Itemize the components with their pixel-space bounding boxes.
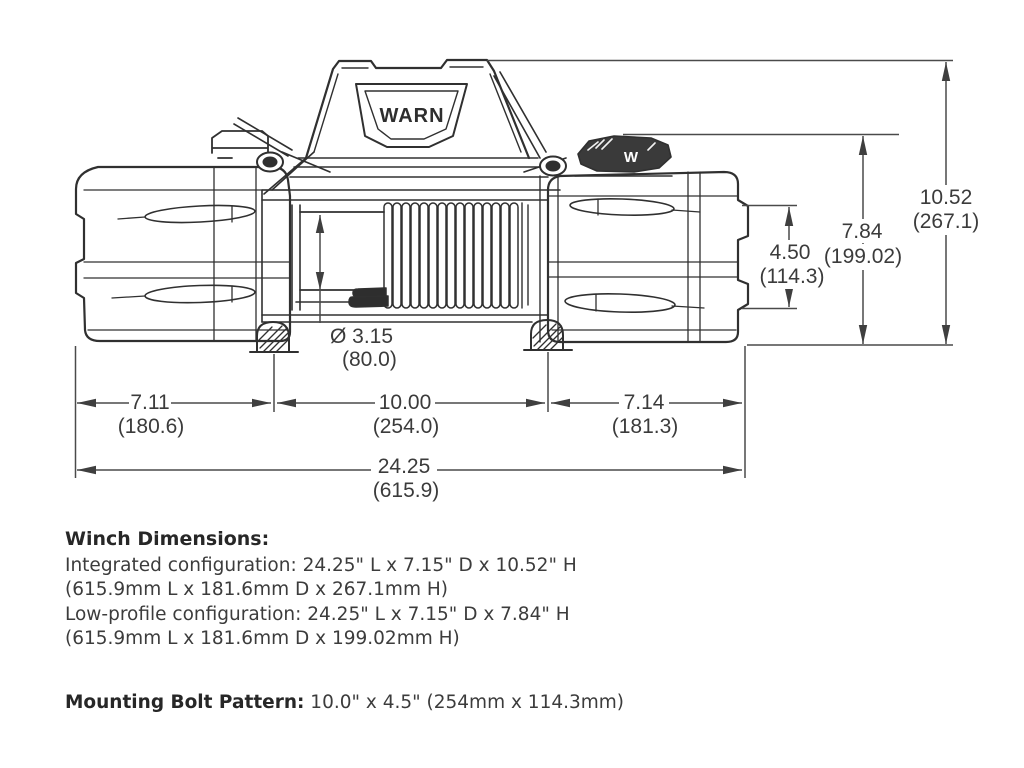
dim-drum-diameter-in: Ø 3.15 [330,325,393,348]
dim-total-length-mm: (615.9) [373,479,440,502]
right-housing-lower-slot [564,293,705,313]
dim-bolt-height-mm: (114.3) [760,265,825,288]
pack-warn-w-logo: W [624,149,639,166]
mounting-bolt-pattern-label: Mounting Bolt Pattern: [65,692,305,713]
dim-bolt-height-in: 4.50 [770,241,811,264]
drum [291,175,541,343]
control-box: WARN [233,58,567,195]
winch-dimensions-spec-block: Winch Dimensions: Integrated configurati… [65,527,577,652]
mounting-bolt-pattern-value: 10.0" x 4.5" (254mm x 114.3mm) [304,692,625,713]
dim-right-width-mm: (181.3) [612,415,679,438]
spec-heading: Winch Dimensions: [65,528,270,550]
dim-right-width-in: 7.14 [624,391,665,414]
winch-illustration: WARN W [74,58,750,353]
warn-logo-text: WARN [379,105,444,127]
dim-drum-diameter-mm: (80.0) [342,348,397,371]
right-housing-upper-slot [569,198,701,216]
dim-left-width-in: 7.11 [130,391,169,414]
dimension-arrowheads [77,62,951,475]
dim-middle-width-mm: (254.0) [373,415,440,438]
dim-left-width-mm: (180.6) [118,415,185,438]
right-housing [546,170,750,344]
extension-lines [74,59,953,478]
rope-coils [383,202,519,309]
remote-control-pack: W [574,135,673,177]
dim-total-length-in: 24.25 [378,455,431,478]
warn-badge: WARN [355,83,468,148]
left-housing-upper-slot [117,204,256,224]
tie-bolts [256,151,567,177]
spec-line-integrated-mm: (615.9mm L x 181.6mm D x 267.1mm H) [65,579,448,601]
spec-line-lowprofile-in: Low-profile configuration: 24.25" L x 7.… [65,603,570,625]
dim-low-height-in: 7.84 [842,220,883,243]
spec-line-integrated-in: Integrated configuration: 24.25" L x 7.1… [65,554,577,576]
dim-total-height-in: 10.52 [920,186,973,209]
dim-middle-width-in: 10.00 [379,391,432,414]
spec-line-lowprofile-mm: (615.9mm L x 181.6mm D x 199.02mm H) [65,628,460,650]
mounting-feet [249,319,573,353]
dim-total-height-mm: (267.1) [913,210,980,233]
rope-anchor-tab [348,287,389,308]
left-housing [74,130,292,343]
tie-plates [261,151,567,323]
dim-low-height-mm: (199.02) [824,245,902,268]
left-housing-lower-slot [111,284,256,304]
mounting-bolt-pattern-line: Mounting Bolt Pattern: 10.0" x 4.5" (254… [65,692,624,713]
dimension-annotations: 7.11 (180.6) 10.00 (254.0) 7.14 (181.3) … [74,59,986,502]
